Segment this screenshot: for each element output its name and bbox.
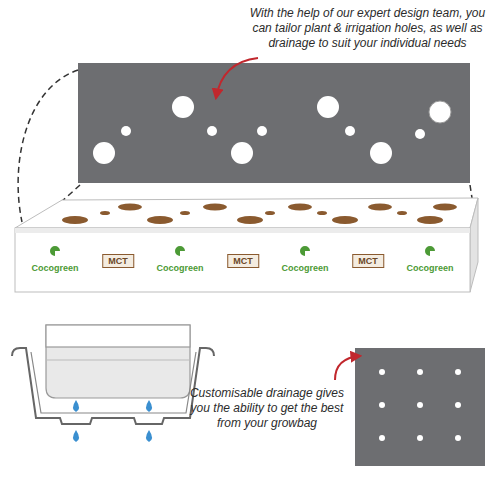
bag-holes [62, 204, 457, 225]
brand-logo-text: Cocogreen [31, 263, 78, 273]
callout-text: Customisable drainage gives you the abil… [186, 386, 348, 431]
certification-badge: MCT [227, 254, 259, 268]
brand-logo-text: Cocogreen [156, 263, 203, 273]
callout-text: With the help of our expert design team,… [240, 6, 495, 51]
template-holes [93, 96, 451, 164]
certification-badge: MCT [102, 254, 134, 268]
brand-logo-text: Cocogreen [406, 263, 453, 273]
callout-arrow [216, 58, 258, 98]
drainage-panel [355, 348, 485, 466]
trough-section [12, 325, 214, 424]
growbag [15, 198, 478, 292]
brand-logo-text: Cocogreen [281, 263, 328, 273]
water-drops [73, 400, 152, 442]
hole-template [78, 63, 470, 183]
certification-badge: MCT [352, 254, 384, 268]
drainage-holes [379, 369, 461, 441]
callout-arrow [335, 356, 360, 380]
